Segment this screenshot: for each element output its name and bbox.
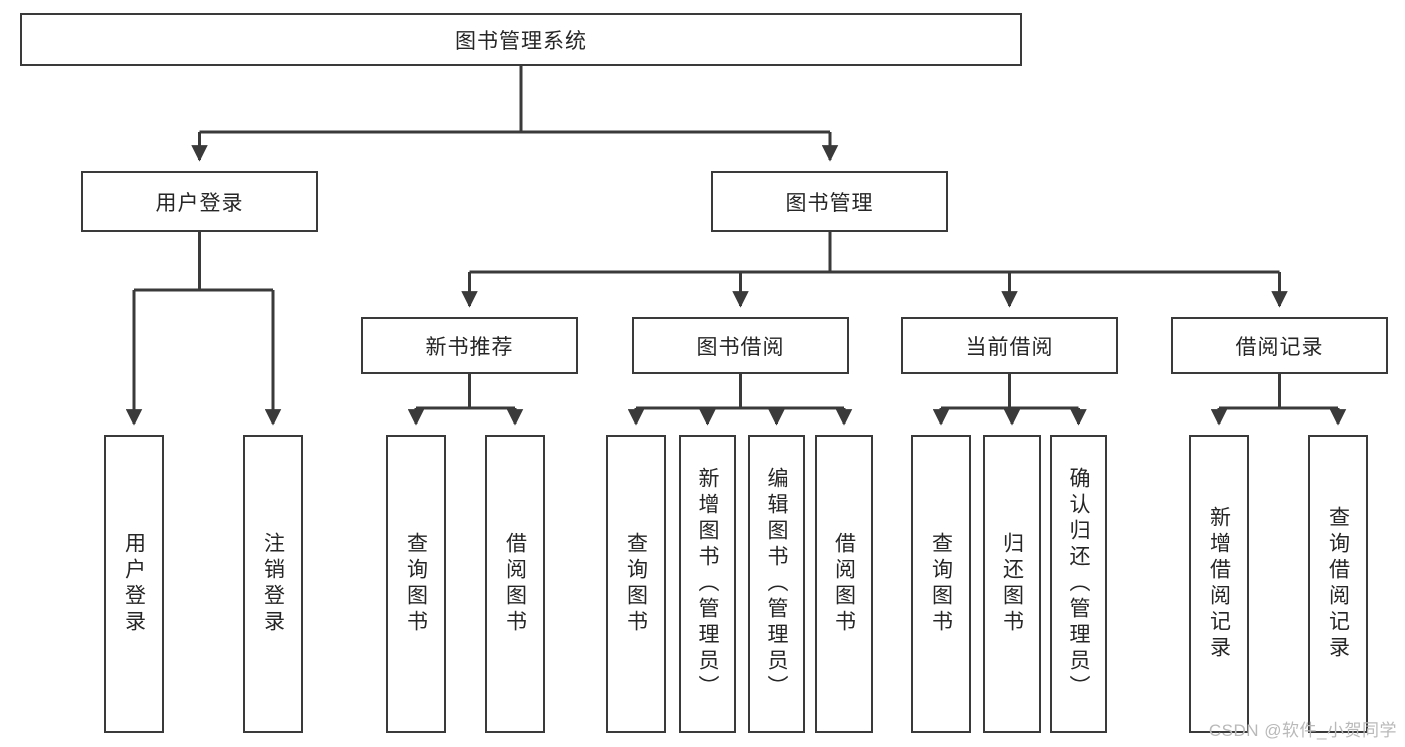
node-leaf-borrow-book-2-label: 借阅图书	[832, 532, 856, 636]
node-leaf-return-book-label: 归还图书	[1000, 532, 1024, 636]
node-leaf-add-book-label: 新增图书（管理员）	[696, 467, 719, 701]
node-current-borrow[interactable]: 当前借阅	[901, 317, 1118, 374]
node-leaf-query-record-label: 查询借阅记录	[1326, 506, 1350, 662]
node-leaf-query-book-1[interactable]: 查询图书	[386, 435, 446, 733]
node-book-manage[interactable]: 图书管理	[711, 171, 948, 232]
node-leaf-query-book-3[interactable]: 查询图书	[911, 435, 971, 733]
node-leaf-query-book-2[interactable]: 查询图书	[606, 435, 666, 733]
node-leaf-confirm-return-label: 确认归还（管理员）	[1067, 467, 1090, 701]
node-leaf-borrow-book-1-label: 借阅图书	[503, 532, 527, 636]
node-user-login[interactable]: 用户登录	[81, 171, 318, 232]
node-root-label: 图书管理系统	[455, 29, 587, 53]
node-new-book-rec[interactable]: 新书推荐	[361, 317, 578, 374]
node-leaf-confirm-return[interactable]: 确认归还（管理员）	[1050, 435, 1107, 733]
node-book-borrow-label: 图书借阅	[696, 335, 785, 359]
node-borrow-record-label: 借阅记录	[1235, 335, 1324, 359]
node-leaf-query-record[interactable]: 查询借阅记录	[1308, 435, 1368, 733]
node-current-borrow-label: 当前借阅	[965, 335, 1054, 359]
node-root[interactable]: 图书管理系统	[20, 13, 1022, 66]
node-leaf-query-book-2-label: 查询图书	[624, 532, 648, 636]
node-leaf-add-book[interactable]: 新增图书（管理员）	[679, 435, 736, 733]
node-leaf-user-login-label: 用户登录	[122, 532, 146, 636]
node-leaf-borrow-book-1[interactable]: 借阅图书	[485, 435, 545, 733]
node-leaf-user-logout-label: 注销登录	[261, 532, 285, 636]
node-leaf-borrow-book-2[interactable]: 借阅图书	[815, 435, 873, 733]
node-leaf-user-logout[interactable]: 注销登录	[243, 435, 303, 733]
node-book-borrow[interactable]: 图书借阅	[632, 317, 849, 374]
watermark: CSDN @软件_小贺同学	[1208, 721, 1397, 740]
node-leaf-query-book-3-label: 查询图书	[929, 532, 953, 636]
node-leaf-user-login[interactable]: 用户登录	[104, 435, 164, 733]
node-borrow-record[interactable]: 借阅记录	[1171, 317, 1388, 374]
node-leaf-edit-book[interactable]: 编辑图书（管理员）	[748, 435, 805, 733]
node-new-book-rec-label: 新书推荐	[425, 335, 514, 359]
node-leaf-add-record-label: 新增借阅记录	[1207, 506, 1231, 662]
node-book-manage-label: 图书管理	[785, 191, 874, 215]
node-leaf-edit-book-label: 编辑图书（管理员）	[765, 467, 788, 701]
node-user-login-label: 用户登录	[155, 191, 244, 215]
node-leaf-return-book[interactable]: 归还图书	[983, 435, 1041, 733]
node-leaf-add-record[interactable]: 新增借阅记录	[1189, 435, 1249, 733]
node-leaf-query-book-1-label: 查询图书	[404, 532, 428, 636]
